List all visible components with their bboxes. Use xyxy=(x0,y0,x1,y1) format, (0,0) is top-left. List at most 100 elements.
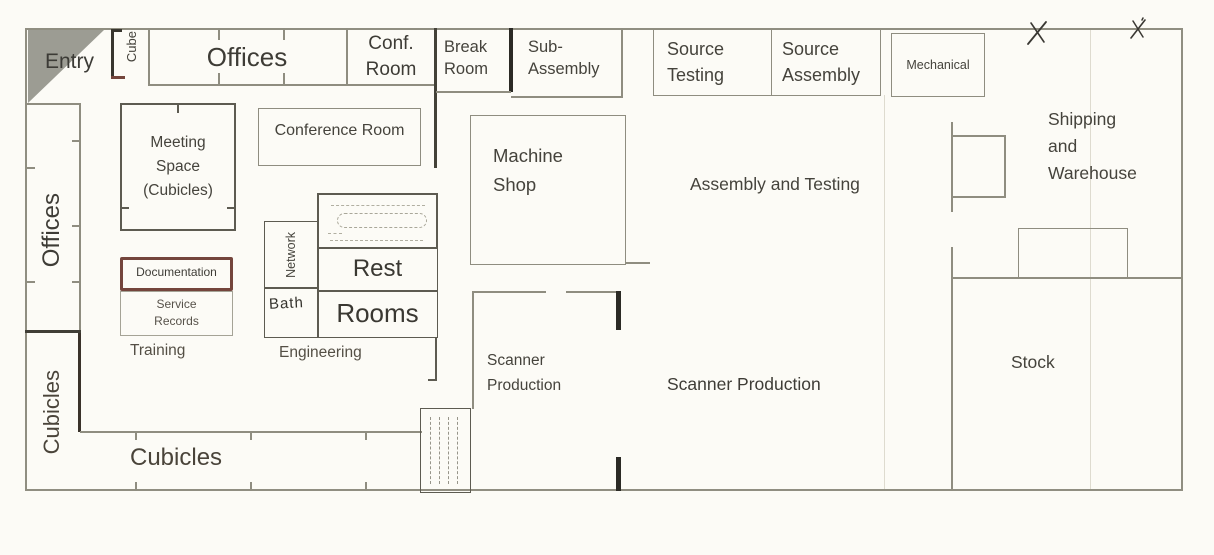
wall-tick xyxy=(72,281,80,283)
wall-scanner-west-left xyxy=(472,292,474,409)
wall-stock-top xyxy=(951,277,1183,279)
stock-staging-box xyxy=(1018,228,1128,279)
room-bath xyxy=(264,287,319,338)
room-stock-label: Stock xyxy=(1011,352,1055,372)
room-conference-label: Conference Room xyxy=(274,122,405,139)
room-sub-assembly-label: Sub- Assembly xyxy=(528,38,600,79)
room-machine-shop-label: Machine Shop xyxy=(493,145,563,195)
wall-tick xyxy=(120,207,129,209)
utility-furniture xyxy=(330,240,423,241)
wall-offices-cubicles-divider xyxy=(25,330,81,333)
room-source-assembly xyxy=(771,29,881,96)
room-source-testing-label: Source Testing xyxy=(667,39,725,86)
room-network-text: Network xyxy=(284,232,298,278)
wall-offices-col-right xyxy=(79,103,81,330)
wall-subassembly-right xyxy=(621,28,623,98)
scan-fold-line xyxy=(1090,30,1091,489)
wall-dock-box xyxy=(1004,135,1006,198)
wall-tick xyxy=(250,431,252,440)
room-meeting-space-label: Meeting Space (Cubicles) xyxy=(143,134,213,200)
room-network xyxy=(264,221,319,289)
outer-wall xyxy=(25,28,1183,491)
scan-fold-line xyxy=(884,95,885,489)
wall-machineshop-notch xyxy=(626,262,650,264)
wall-tick xyxy=(283,28,285,40)
room-network-label-wrap: Network xyxy=(264,221,319,289)
wall-tick xyxy=(177,103,179,113)
stairs-box xyxy=(420,408,471,493)
wall-tick xyxy=(135,482,137,491)
stairs-treads xyxy=(430,417,431,484)
wall-offices-col-top xyxy=(25,103,81,105)
wall-scanner-west-top xyxy=(566,291,620,293)
room-conference xyxy=(258,108,421,166)
room-break-room-label: Break Room xyxy=(444,38,489,79)
utility-furniture xyxy=(331,205,425,206)
room-offices-left-text: Offices xyxy=(38,192,66,268)
stairs-treads xyxy=(439,417,440,484)
room-shipping-warehouse-label: Shipping and Warehouse xyxy=(1048,109,1137,184)
wall-offices-row-left xyxy=(148,28,150,85)
room-mechanical xyxy=(891,33,985,97)
room-machine-shop xyxy=(470,115,626,265)
x-mark-icon xyxy=(1130,17,1146,39)
room-mechanical-label: Mechanical xyxy=(906,58,970,72)
room-offices-top-label: Offices xyxy=(206,42,288,72)
wall-scanner-west-top xyxy=(472,291,546,293)
wall-engineering-right xyxy=(435,337,437,381)
room-cubicles-bottom-label: Cubicles xyxy=(130,444,223,471)
room-training-label: Training xyxy=(130,342,186,359)
wall-scanner-post xyxy=(616,291,621,330)
room-bath-label: Bath xyxy=(268,294,305,313)
wall-breakroom-bottom xyxy=(436,91,511,93)
wall-tick xyxy=(135,431,137,440)
room-cubicles-left-label: Cubicles xyxy=(25,335,79,490)
room-scanner-production-west-label: Scanner Production xyxy=(487,352,562,394)
wall-divider xyxy=(346,28,348,85)
room-service-records-label: Service Records xyxy=(154,297,199,328)
utility-room xyxy=(317,193,438,249)
room-conf-room-label: Conf. Room xyxy=(365,33,417,80)
room-documentation-box xyxy=(120,257,233,291)
wall-tick xyxy=(72,140,80,142)
wall-conf-right xyxy=(434,28,437,168)
utility-furniture xyxy=(328,233,342,234)
wall-tick xyxy=(218,28,220,40)
wall-dock-box xyxy=(951,196,1006,198)
room-source-assembly-label: Source Assembly xyxy=(782,39,861,86)
room-cubicles-left-text: Cubicles xyxy=(38,370,64,455)
cube-bracket-wall xyxy=(111,76,125,79)
room-offices-left-label: Offices xyxy=(25,120,80,340)
stairs-treads xyxy=(457,417,458,484)
room-documentation-label: Documentation xyxy=(136,265,217,279)
wall-tick xyxy=(365,482,367,491)
wall-shipping-divider xyxy=(951,122,953,212)
wall-tick xyxy=(72,225,80,227)
wall-subassembly-bottom xyxy=(511,96,623,98)
room-entry-label: Entry xyxy=(45,50,95,73)
room-engineering-label: Engineering xyxy=(279,344,362,361)
room-rooms-label: Rooms xyxy=(317,290,438,338)
wall-tick xyxy=(27,167,35,169)
room-cube-label: Cube xyxy=(124,31,139,63)
wall-tick xyxy=(218,73,220,85)
wall-tick xyxy=(428,379,437,381)
utility-furniture xyxy=(337,213,427,228)
wall-tick xyxy=(27,281,35,283)
wall-tick xyxy=(365,431,367,440)
cube-bracket-wall xyxy=(111,29,114,78)
cube-bracket-wall xyxy=(111,29,122,32)
wall-shipping-stock-left xyxy=(951,247,953,491)
room-scanner-production-main-label: Scanner Production xyxy=(667,374,821,394)
wall-tick xyxy=(250,482,252,491)
room-rooms-text: Rooms xyxy=(336,298,419,329)
stairs-treads xyxy=(448,417,449,484)
wall-dock-box xyxy=(951,135,1006,137)
room-rest-label: Rest xyxy=(317,247,438,292)
wall-offices-row-bottom xyxy=(148,84,436,86)
wall-breakroom-post xyxy=(509,28,513,92)
room-rest-text: Rest xyxy=(352,255,403,283)
room-service-records-box xyxy=(120,291,233,336)
wall-tick xyxy=(227,207,236,209)
